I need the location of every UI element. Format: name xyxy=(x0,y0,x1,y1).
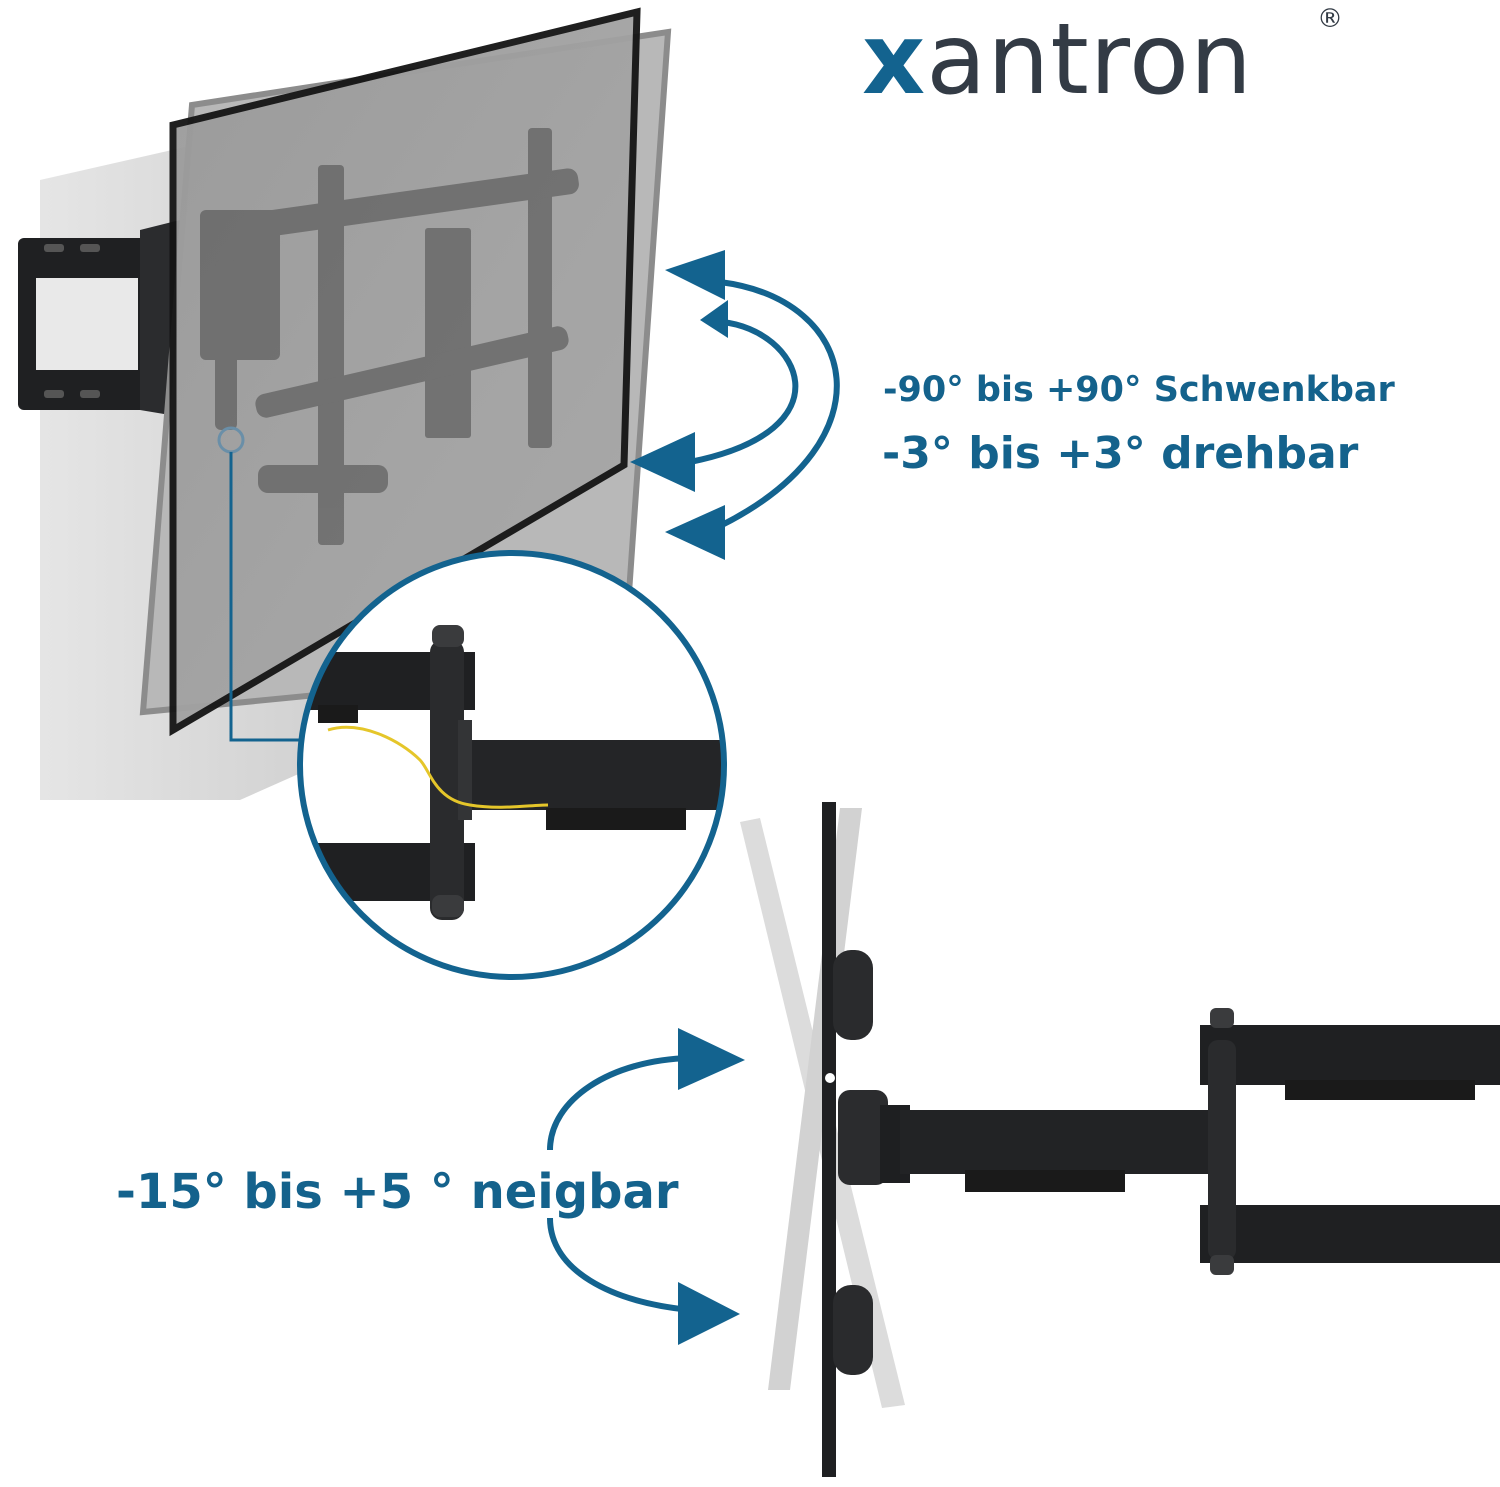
tilt-arrows-icon xyxy=(547,1028,745,1345)
swivel-arrows-icon xyxy=(630,250,840,560)
callout-line xyxy=(229,452,300,742)
registered-mark: ® xyxy=(1317,4,1344,34)
side-view-mount xyxy=(740,802,1500,1477)
brand-logo: xantron® xyxy=(862,3,1344,117)
hinge-detail-circle xyxy=(297,550,727,980)
tv-screen xyxy=(169,7,641,737)
tilt-range-label: -15° bis +5 ° neigbar xyxy=(116,1164,679,1220)
swivel-range-label: -90° bis +90° Schwenkbar xyxy=(883,370,1395,410)
rotation-range-label: -3° bis +3° drehbar xyxy=(882,428,1359,479)
